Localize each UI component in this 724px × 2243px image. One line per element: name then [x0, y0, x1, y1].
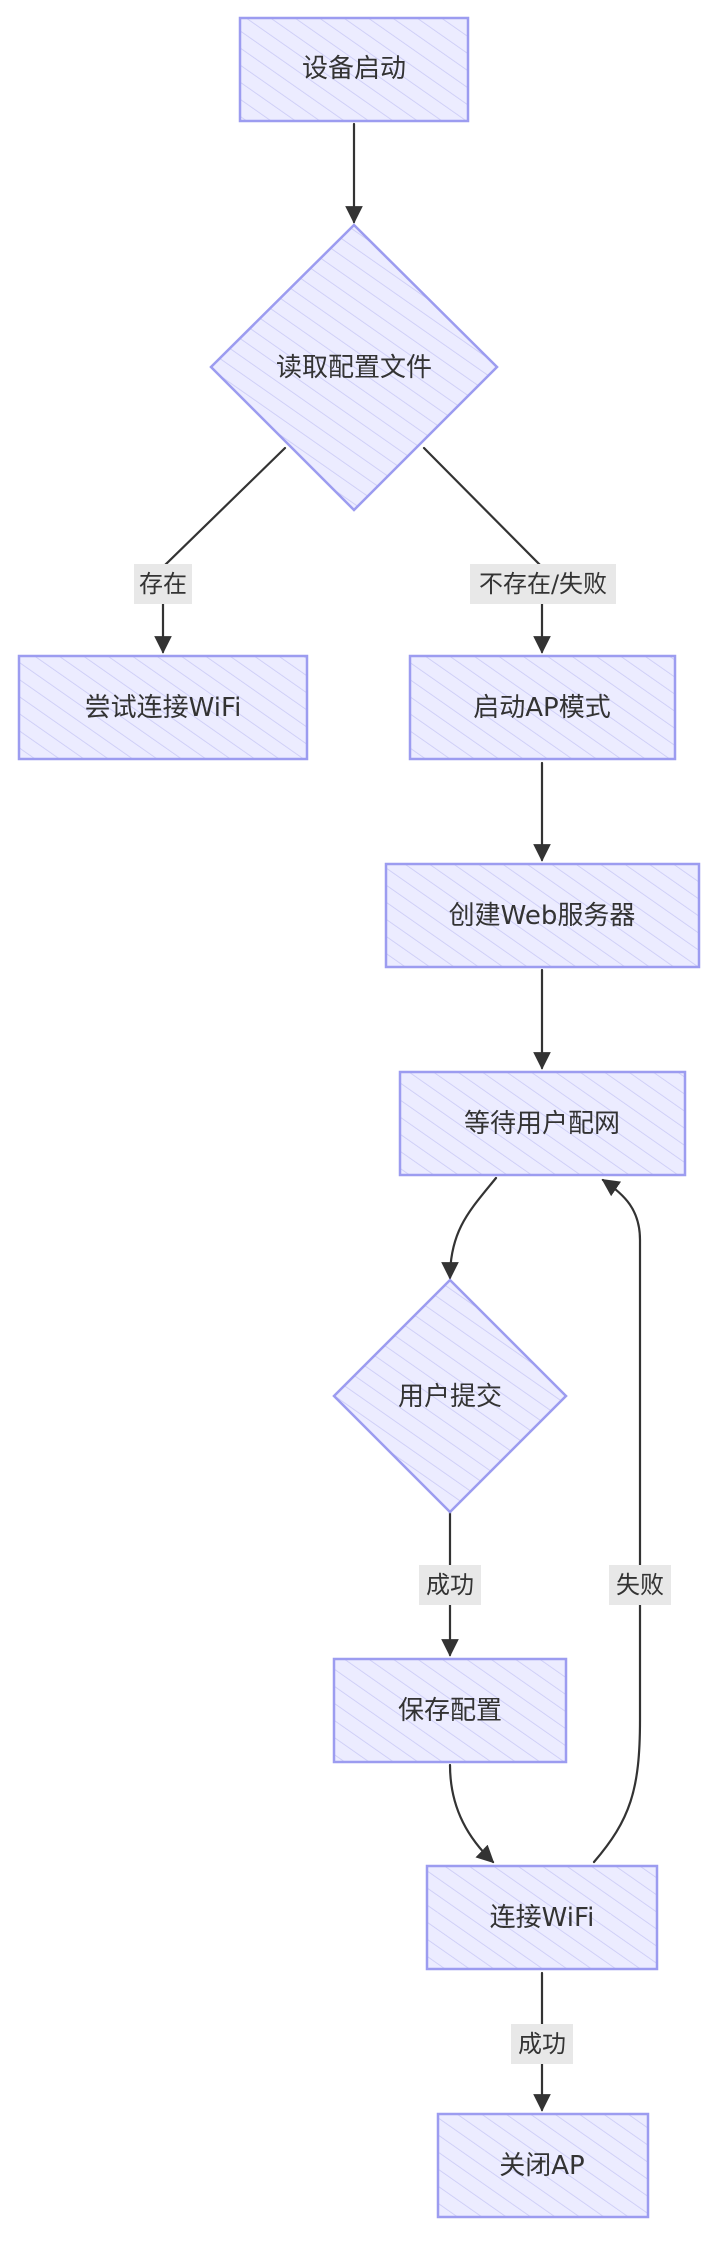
node-save-config: 保存配置	[332, 1657, 568, 1764]
edge-label-fail: 失败	[609, 1565, 671, 1605]
edge-wait-to-submit	[441, 1176, 498, 1280]
edge-label-success-1-text: 成功	[426, 1571, 474, 1599]
edge-label-not-exists: 不存在/失败	[470, 564, 616, 604]
edge-save-to-connect	[448, 1763, 495, 1864]
node-save-config-label: 保存配置	[398, 1696, 502, 1726]
node-try-connect-wifi: 尝试连接WiFi	[17, 654, 309, 761]
node-user-submit-label: 用户提交	[398, 1382, 502, 1412]
edge-label-exists-text: 存在	[139, 570, 187, 598]
node-close-ap: 关闭AP	[436, 2112, 650, 2219]
edge-read-to-try-wifi	[154, 446, 287, 654]
edge-label-success-2: 成功	[511, 2024, 573, 2064]
edge-label-not-exists-text: 不存在/失败	[479, 570, 607, 598]
node-create-web-server: 创建Web服务器	[384, 862, 701, 969]
node-device-boot: 设备启动	[238, 16, 470, 123]
edge-read-to-ap-mode	[422, 446, 551, 654]
node-close-ap-label: 关闭AP	[499, 2151, 584, 2181]
edge-label-exists: 存在	[134, 564, 192, 604]
edge-label-success-1: 成功	[419, 1565, 481, 1605]
node-read-config-label: 读取配置文件	[276, 353, 432, 383]
node-start-ap-mode-label: 启动AP模式	[473, 693, 610, 723]
node-try-connect-wifi-label: 尝试连接WiFi	[85, 693, 242, 723]
edge-label-fail-text: 失败	[616, 1571, 664, 1599]
node-wait-user-config: 等待用户配网	[398, 1070, 687, 1177]
node-wait-user-config-label: 等待用户配网	[464, 1109, 620, 1139]
node-connect-wifi: 连接WiFi	[425, 1864, 659, 1971]
node-user-submit: 用户提交	[332, 1278, 568, 1514]
node-read-config: 读取配置文件	[209, 223, 499, 512]
edge-connect-to-wait	[592, 1178, 642, 1864]
node-device-boot-label: 设备启动	[302, 54, 406, 84]
node-start-ap-mode: 启动AP模式	[408, 654, 677, 761]
edge-label-success-2-text: 成功	[518, 2030, 566, 2058]
node-create-web-server-label: 创建Web服务器	[449, 901, 636, 931]
node-connect-wifi-label: 连接WiFi	[490, 1903, 595, 1933]
